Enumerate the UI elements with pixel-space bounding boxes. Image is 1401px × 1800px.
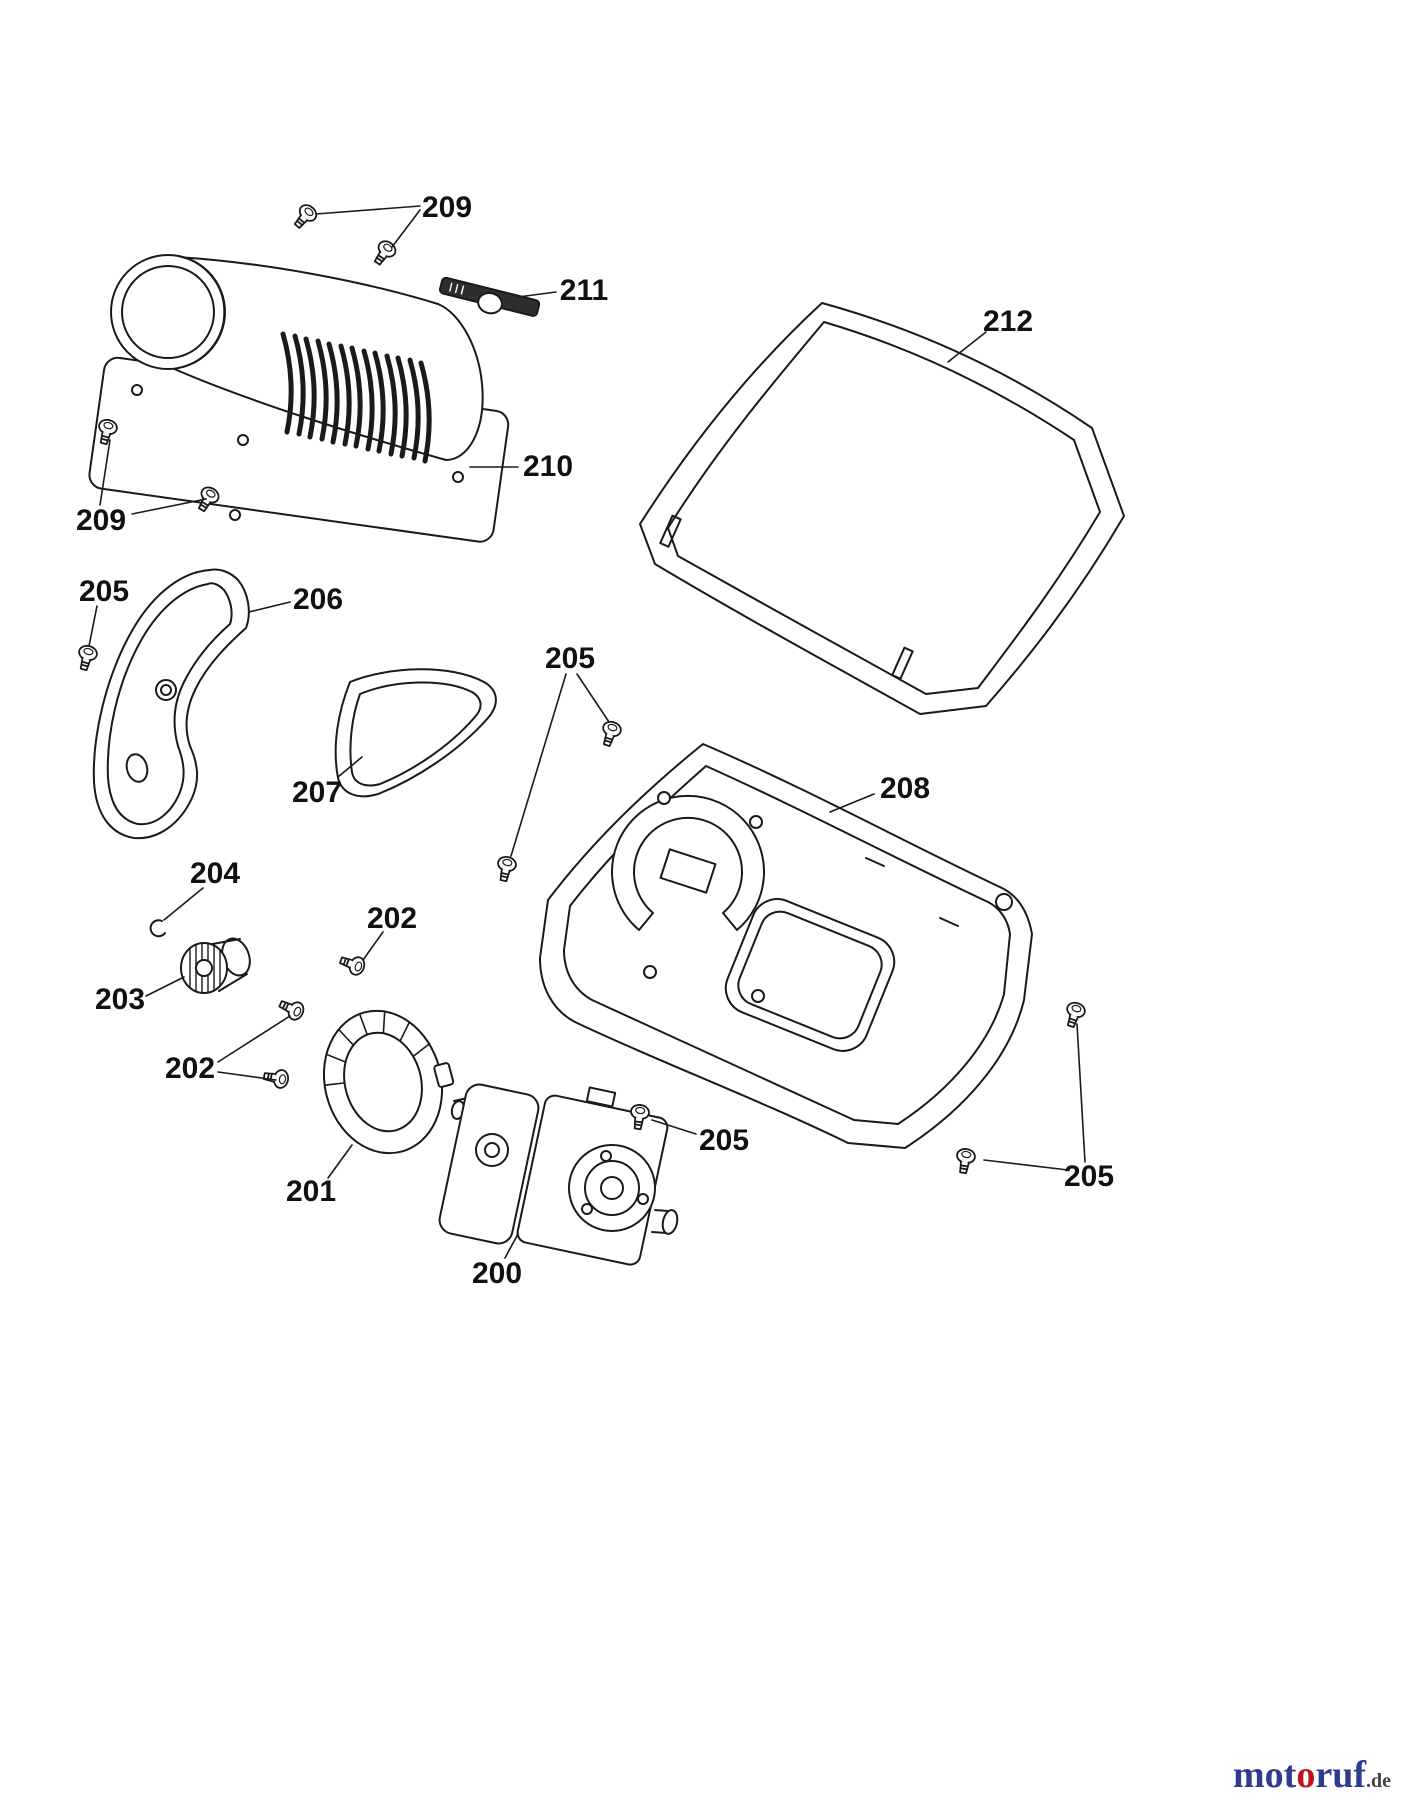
part-label-207: 207 <box>291 776 343 809</box>
part-207-belt <box>334 668 497 798</box>
watermark-text: mot <box>1233 1754 1297 1796</box>
part-label-212: 212 <box>982 305 1034 338</box>
part-203-pulley <box>180 937 251 994</box>
watermark-suffix: .de <box>1366 1770 1391 1792</box>
part-label-208: 208 <box>879 772 931 805</box>
leader-lines <box>88 205 1086 1259</box>
part-208-housing <box>539 743 1033 1149</box>
part-200-motor <box>438 1083 679 1266</box>
watermark-logo: motoruf.de <box>1233 1756 1391 1794</box>
part-label-205: 205 <box>1063 1160 1115 1193</box>
part-label-206: 206 <box>292 583 344 616</box>
part-label-201: 201 <box>285 1175 337 1208</box>
part-label-200: 200 <box>471 1257 523 1290</box>
part-211-badge <box>438 276 541 317</box>
part-label-205: 205 <box>78 575 130 608</box>
watermark-text: ruf <box>1315 1754 1366 1796</box>
part-label-209: 209 <box>421 191 473 224</box>
part-label-205: 205 <box>698 1124 750 1157</box>
part-label-209: 209 <box>75 504 127 537</box>
part-201-fan-ring <box>322 1009 455 1155</box>
part-212-cover-panel <box>639 302 1125 715</box>
part-210-motor-cover <box>88 254 510 543</box>
part-label-202: 202 <box>366 902 418 935</box>
part-label-211: 211 <box>559 274 609 307</box>
part-label-204: 204 <box>189 857 241 890</box>
part-label-203: 203 <box>94 983 146 1016</box>
part-label-210: 210 <box>522 450 574 483</box>
watermark-text-accent: o <box>1296 1754 1316 1796</box>
part-label-202: 202 <box>164 1052 216 1085</box>
part-206-belt-cover <box>92 568 250 840</box>
part-label-205: 205 <box>544 642 596 675</box>
part-204-clip <box>149 919 166 938</box>
